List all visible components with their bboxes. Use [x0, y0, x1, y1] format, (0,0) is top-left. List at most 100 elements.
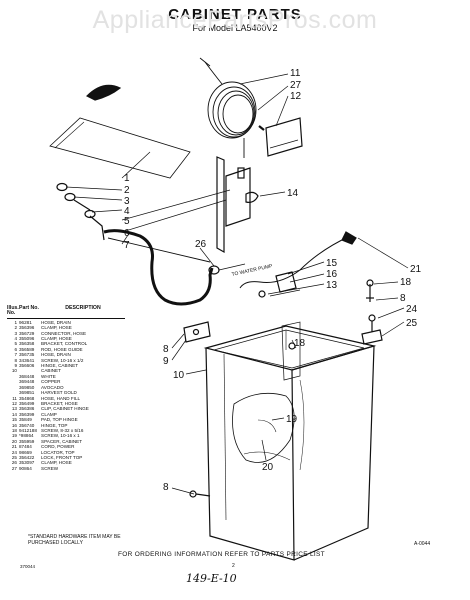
callout-label: 25: [406, 318, 418, 329]
hand-fill-hose-coil: [199, 57, 257, 158]
part-no-cell: *98864: [19, 433, 34, 439]
callout-label: 4: [124, 206, 130, 217]
illus-no-cell: 20: [11, 438, 17, 444]
description-cell: COPPER: [41, 379, 61, 385]
description-cell: BRACKET, HOSE: [41, 400, 78, 406]
table-divider: [7, 317, 125, 319]
right-screws: [361, 279, 383, 345]
part-no-cell: 356740: [19, 422, 35, 428]
description-cell: CLAMP: [41, 411, 57, 417]
part-no-cell: 353097: [19, 460, 35, 466]
reference-code: A-0044: [414, 541, 431, 547]
handwritten-note: 149-E-10: [186, 572, 237, 585]
illus-no-cell: 6: [14, 346, 17, 352]
illus-no-cell: 2: [14, 325, 17, 331]
description-cell: PAD, TOP HINGE: [41, 417, 78, 423]
callout-labels: 11 27 12 1 2 3 4 5 6 7 14 26 15 16 13 21…: [124, 68, 422, 493]
illus-no-cell: 9: [14, 363, 17, 369]
description-cell: CLIP, CABINET HINGE: [41, 406, 89, 412]
part-no-cell: 356606: [19, 363, 35, 369]
part-no-cell: 356386: [19, 406, 35, 412]
illus-no-cell: 7: [14, 352, 17, 358]
callout-label: 26: [195, 239, 207, 250]
part-no-cell: 9412188: [19, 427, 37, 433]
callout-label: 16: [326, 269, 338, 280]
callout-label: 21: [410, 264, 422, 275]
part-no-cell: 355096: [19, 336, 35, 342]
control-bracket-part: [216, 156, 259, 254]
callout-label: 12: [290, 91, 302, 102]
part-no-cell: 90864: [19, 465, 32, 471]
description-cell: SPACER, CABINET: [41, 438, 83, 444]
illus-no-cell: 5: [14, 341, 17, 347]
callout-label: 3: [124, 196, 130, 207]
part-no-cell: 356399: [19, 411, 35, 417]
illus-no-cell: 19: [11, 433, 17, 439]
description-cell: SCREW, 10-16 x 1/2: [41, 357, 84, 363]
callout-label: 18: [294, 338, 306, 349]
callout-label: 24: [406, 304, 418, 315]
part-no-cell: 356499: [19, 400, 35, 406]
hose-bracket-part: [258, 117, 303, 157]
part-no-cell: 35849: [19, 417, 32, 423]
illus-no-cell: 8: [14, 357, 17, 363]
part-no-cell: 356422: [19, 454, 35, 460]
illus-no-cell: 27: [11, 465, 17, 471]
part-no-cell: 356396: [19, 325, 35, 331]
callout-label: 1: [124, 173, 130, 184]
description-cell: CORD, POWER: [41, 444, 75, 450]
description-cell: CABINET: [41, 368, 61, 374]
table-row: 369448 COPPER: [7, 379, 125, 384]
callout-label: 5: [124, 216, 130, 227]
callout-label: 14: [287, 188, 299, 199]
document-number: 370044: [20, 564, 36, 569]
part-no-cell: 355959: [19, 438, 35, 444]
description-cell: HOSE, HAND FILL: [41, 395, 81, 401]
description-cell: HARVEST GOLD: [41, 390, 77, 396]
description-cell: AVOCADO: [41, 384, 64, 390]
description-cell: CLAMP, HOSE: [41, 460, 72, 466]
illus-no-cell: 12: [11, 400, 17, 406]
part-no-cell: 98669: [19, 449, 32, 455]
part-no-cell: 369850: [19, 384, 35, 390]
callout-label: 20: [262, 462, 274, 473]
ordering-note: FOR ORDERING INFORMATION REFER TO PARTS …: [118, 551, 325, 558]
illus-no-cell: 26: [11, 460, 17, 466]
part-no-cell: 369448: [19, 379, 35, 385]
part-no-cell: 368448: [19, 373, 35, 379]
illus-no-cell: 24: [11, 449, 17, 455]
illus-no-cell: 16: [11, 422, 17, 428]
callout-label: 13: [326, 280, 338, 291]
illus-no-cell: 3: [14, 330, 17, 336]
callout-label: 19: [286, 414, 298, 425]
cabinet-body: [203, 321, 377, 561]
callout-label: 8: [400, 293, 406, 304]
description-cell: LOCATOR, TOP: [41, 449, 75, 455]
part-no-cell: 356729: [19, 330, 35, 336]
part-no-cell: 356589: [19, 346, 35, 352]
power-cord-part: [239, 231, 357, 289]
illus-no-cell: 15: [11, 417, 17, 423]
header-description: DESCRIPTION: [65, 305, 101, 311]
part-no-cell: 356358: [19, 341, 35, 347]
